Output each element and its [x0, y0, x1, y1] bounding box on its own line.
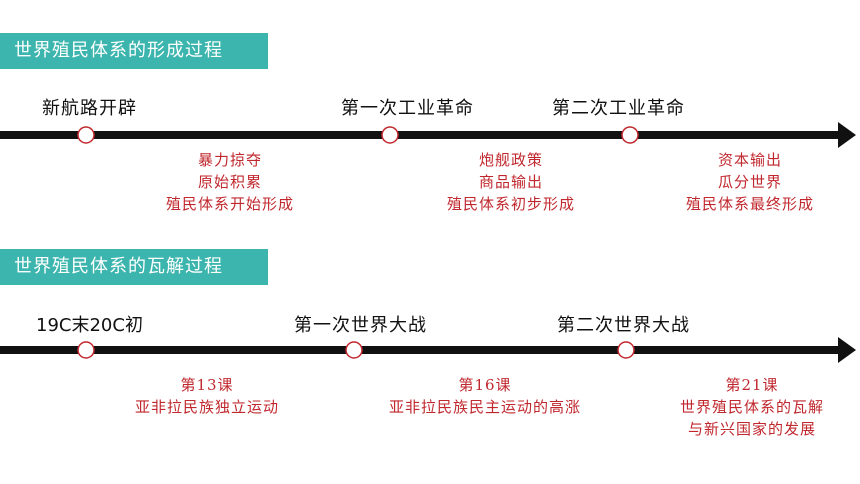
section1-detail-1-line-1: 暴力掠夺 — [197, 151, 262, 169]
section2-detail-3-line-3: 与新兴国家的发展 — [687, 420, 816, 438]
section2-detail-2: 第16课 亚非拉民族民主运动的高涨 — [360, 374, 610, 418]
section2-timeline-arrowhead — [838, 337, 856, 363]
section2-banner: 世界殖民体系的瓦解过程 — [0, 249, 268, 285]
section1-detail-3-line-1: 资本输出 — [717, 151, 782, 169]
section1-detail-2-line-3: 殖民体系初步形成 — [446, 195, 575, 213]
section2-detail-1: 第13课 亚非拉民族独立运动 — [115, 374, 299, 418]
section1-banner: 世界殖民体系的形成过程 — [0, 33, 268, 69]
section2-node-2 — [345, 341, 363, 359]
section2-event-label-3: 第二次世界大战 — [557, 315, 690, 336]
section1-detail-3-line-3: 殖民体系最终形成 — [685, 195, 814, 213]
section2-detail-1-line-1: 第13课 — [180, 376, 234, 394]
section1-timeline — [0, 120, 860, 150]
section1-detail-3: 资本输出 瓜分世界 殖民体系最终形成 — [670, 149, 830, 215]
section2-event-label-2: 第一次世界大战 — [294, 315, 427, 336]
section1-detail-1-line-3: 殖民体系开始形成 — [165, 195, 294, 213]
section1-detail-2: 炮舰政策 商品输出 殖民体系初步形成 — [431, 149, 591, 215]
section2-node-3 — [617, 341, 635, 359]
section1-node-1 — [77, 126, 95, 144]
section2-timeline — [0, 335, 860, 365]
section2-event-label-1: 19C末20C初 — [36, 315, 143, 336]
section1-event-label-1: 新航路开辟 — [42, 98, 137, 119]
section2-detail-2-line-1: 第16课 — [458, 376, 512, 394]
section2-node-1 — [77, 341, 95, 359]
section2-timeline-bar — [0, 346, 840, 354]
section1-detail-3-line-2: 瓜分世界 — [717, 173, 782, 191]
section1-detail-1: 暴力掠夺 原始积累 殖民体系开始形成 — [150, 149, 310, 215]
section1-event-label-3: 第二次工业革命 — [552, 98, 685, 119]
section1-node-3 — [621, 126, 639, 144]
section2-detail-1-line-2: 亚非拉民族独立运动 — [134, 398, 279, 416]
section1-detail-2-line-2: 商品输出 — [478, 173, 543, 191]
section1-timeline-arrowhead — [838, 122, 856, 148]
section2-detail-3-line-2: 世界殖民体系的瓦解 — [679, 398, 824, 416]
section2-detail-3-line-1: 第21课 — [725, 376, 779, 394]
section1-node-2 — [381, 126, 399, 144]
section1-detail-2-line-1: 炮舰政策 — [478, 151, 543, 169]
section2-detail-3: 第21课 世界殖民体系的瓦解 与新兴国家的发展 — [662, 374, 842, 440]
section1-detail-1-line-2: 原始积累 — [197, 173, 262, 191]
section1-timeline-bar — [0, 131, 840, 139]
section2-detail-2-line-2: 亚非拉民族民主运动的高涨 — [388, 398, 581, 416]
section1-event-label-2: 第一次工业革命 — [341, 98, 474, 119]
